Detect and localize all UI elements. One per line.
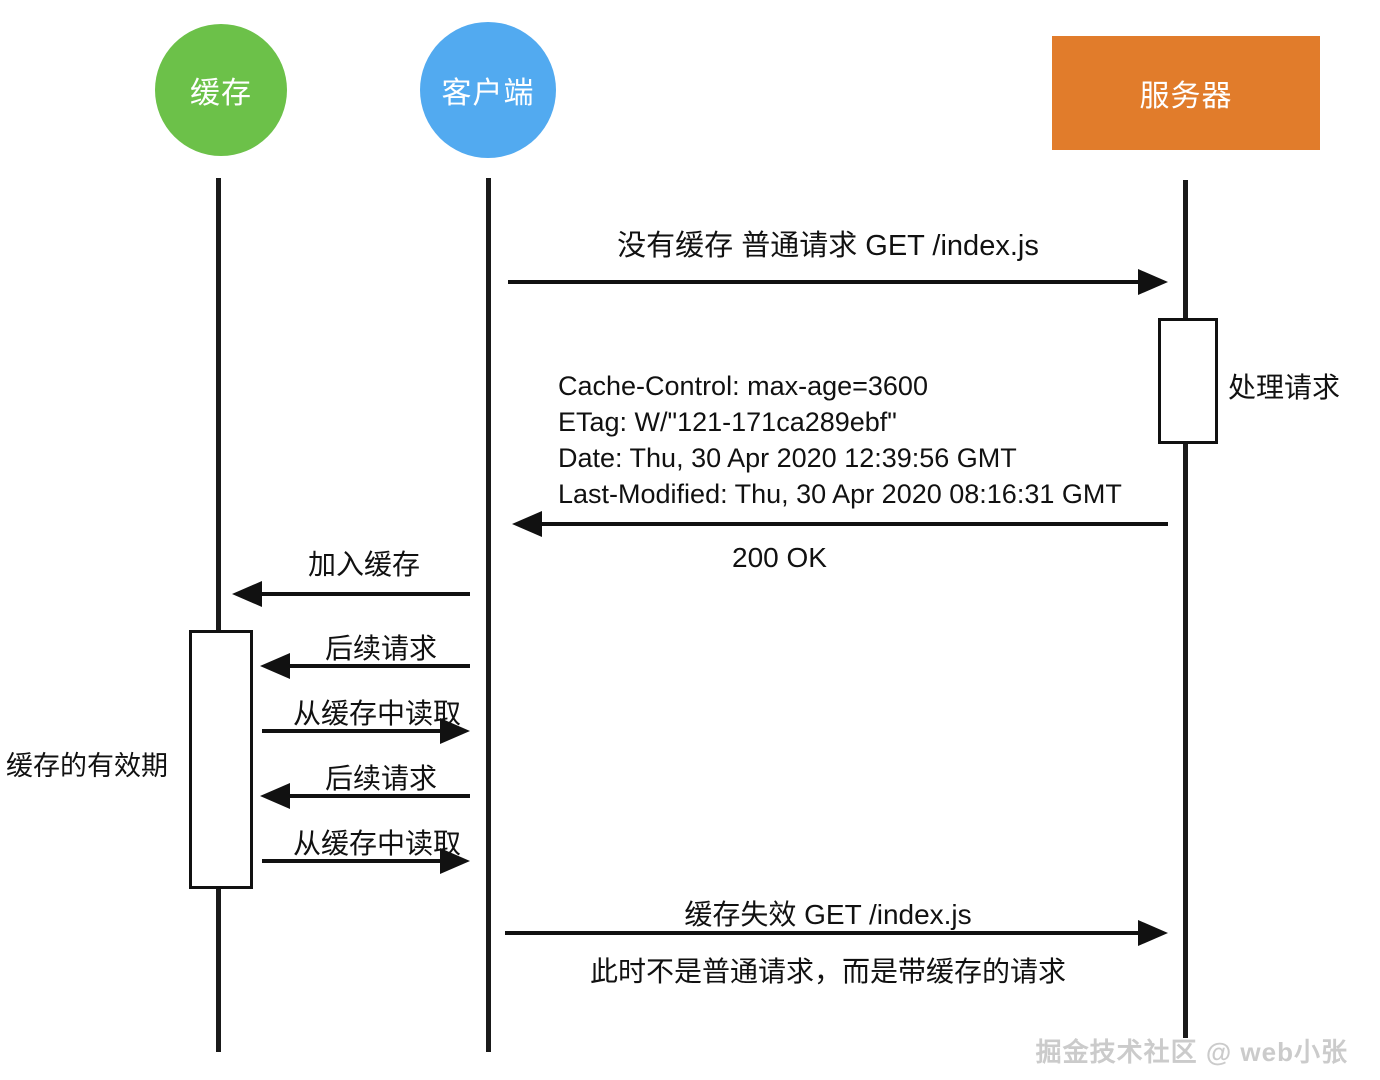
response-status-label: 200 OK xyxy=(732,542,827,573)
cache-validity-label: 缓存的有效期 xyxy=(6,751,168,781)
followup-request-2-label: 后续请求 xyxy=(325,763,438,794)
followup-request-2-arrow xyxy=(288,794,470,798)
response-header-line: Last-Modified: Thu, 30 Apr 2020 08:16:31… xyxy=(558,479,1122,509)
add-to-cache-label: 加入缓存 xyxy=(308,549,421,580)
response-header-line: Date: Thu, 30 Apr 2020 12:39:56 GMT xyxy=(558,443,1017,473)
followup-request-1-arrow xyxy=(288,664,470,668)
actor-server: 服务器 xyxy=(1052,36,1320,150)
cache-expired-request-arrow xyxy=(505,931,1140,935)
response-headers-block: Cache-Control: max-age=3600 ETag: W/"121… xyxy=(558,368,1122,512)
actor-cache-label: 缓存 xyxy=(190,77,252,110)
cache-lifeline xyxy=(216,178,221,1052)
cache-activation-box xyxy=(189,630,253,889)
response-arrow xyxy=(540,522,1168,526)
read-from-cache-1-arrow xyxy=(262,729,442,733)
cache-expired-request-label: 缓存失效 GET /index.js xyxy=(684,899,972,930)
response-header-line: ETag: W/"121-171ca289ebf" xyxy=(558,407,897,437)
read-from-cache-1-label: 从缓存中读取 xyxy=(293,698,462,729)
process-request-label: 处理请求 xyxy=(1228,372,1341,403)
followup-request-1-label: 后续请求 xyxy=(325,633,438,664)
actor-cache: 缓存 xyxy=(155,24,287,156)
server-lifeline xyxy=(1183,180,1188,1038)
initial-request-label: 没有缓存 普通请求 GET /index.js xyxy=(617,230,1039,262)
actor-server-label: 服务器 xyxy=(1139,80,1233,113)
add-to-cache-arrow xyxy=(260,592,470,596)
server-activation-box xyxy=(1158,318,1218,444)
actor-client-label: 客户端 xyxy=(441,77,535,110)
watermark: 掘金技术社区 @ web小张 xyxy=(1035,1037,1348,1067)
actor-client: 客户端 xyxy=(420,22,556,158)
initial-request-arrow xyxy=(508,280,1140,284)
response-header-line: Cache-Control: max-age=3600 xyxy=(558,371,928,401)
read-from-cache-2-label: 从缓存中读取 xyxy=(293,828,462,859)
read-from-cache-2-arrow xyxy=(262,859,442,863)
client-lifeline xyxy=(486,178,491,1052)
cache-expired-note: 此时不是普通请求，而是带缓存的请求 xyxy=(589,956,1066,987)
